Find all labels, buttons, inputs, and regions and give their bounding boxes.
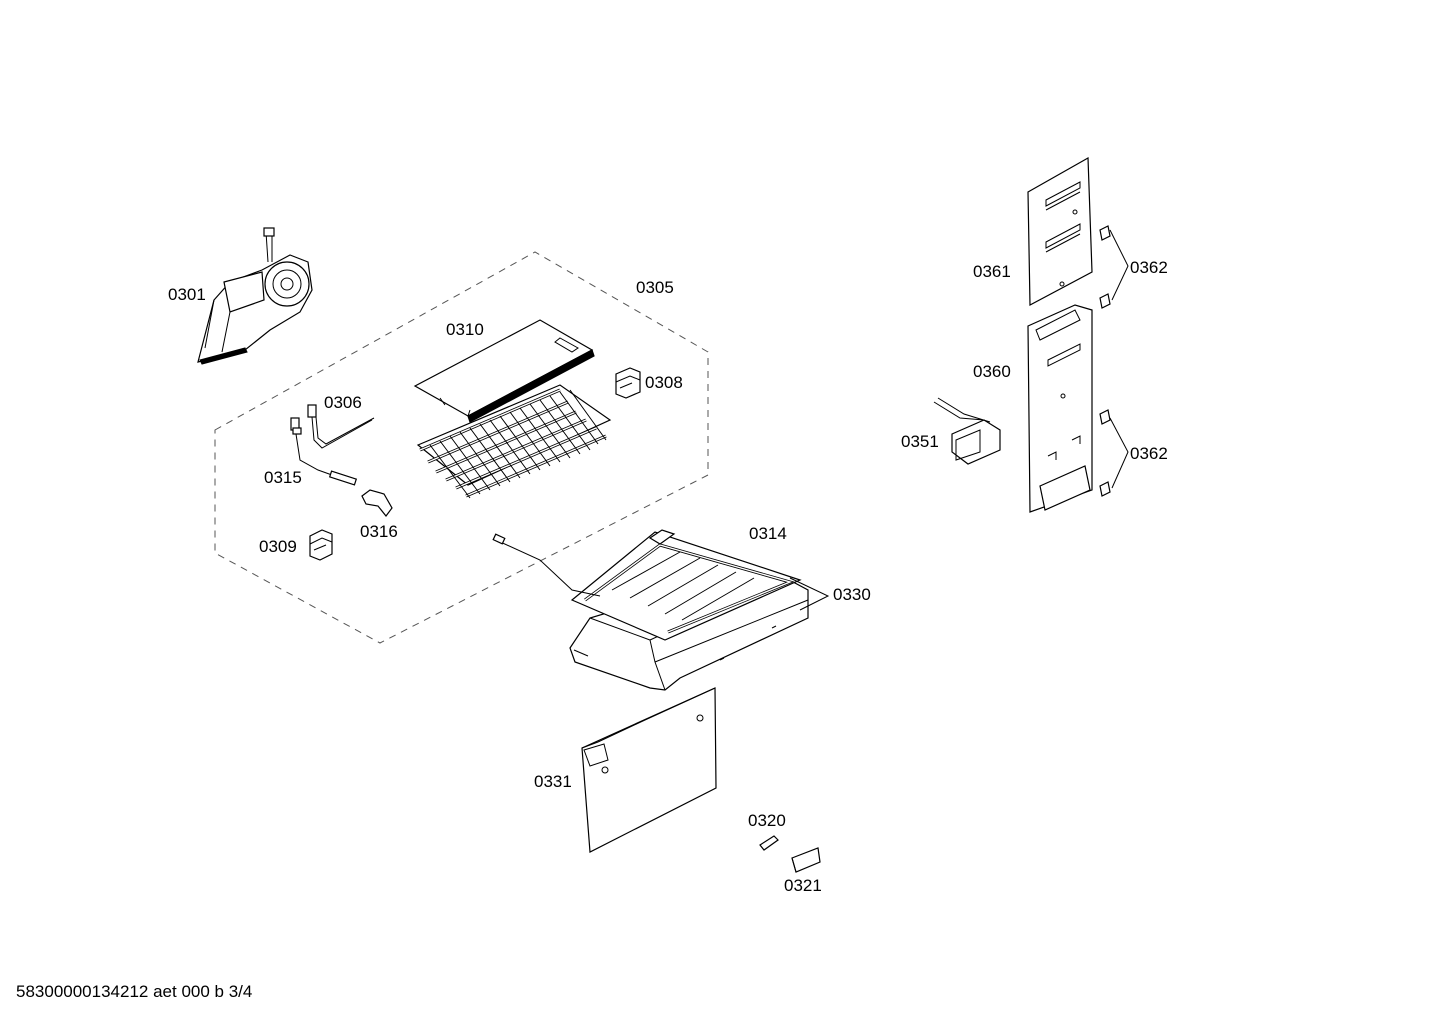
- label-0362-bottom: 0362: [1130, 444, 1168, 463]
- lamp-holder-0351: [933, 397, 1001, 465]
- screws-0362-bottom: [1099, 409, 1129, 497]
- sensor-lead-0315: [290, 417, 358, 486]
- label-0351: 0351: [901, 432, 939, 451]
- label-0301: 0301: [168, 285, 206, 304]
- pin-0320: [759, 835, 779, 851]
- drawing-reference-footer: 58300000134212 aet 000 b 3/4: [16, 982, 253, 1001]
- holder-0316: [361, 489, 393, 517]
- label-0361: 0361: [973, 262, 1011, 281]
- label-0331: 0331: [534, 772, 572, 791]
- label-0360: 0360: [973, 362, 1011, 381]
- heater-0314: [492, 529, 802, 641]
- label-0362-top: 0362: [1130, 258, 1168, 277]
- label-0314: 0314: [749, 524, 787, 543]
- label-0309: 0309: [259, 537, 297, 556]
- label-0315: 0315: [264, 468, 302, 487]
- label-0316: 0316: [360, 522, 398, 541]
- label-0305: 0305: [636, 278, 674, 297]
- cap-0321: [791, 847, 821, 873]
- label-0330: 0330: [833, 585, 871, 604]
- leader-0330: [789, 577, 830, 611]
- panel-0361: [1027, 156, 1093, 306]
- label-0321: 0321: [784, 876, 822, 895]
- assembly-0305-boundary: [214, 251, 709, 644]
- label-0320: 0320: [748, 811, 786, 830]
- panel-0360: [1027, 304, 1093, 513]
- clip-0309: [309, 529, 333, 561]
- label-0310: 0310: [446, 320, 484, 339]
- evaporator-cover-0310: [413, 319, 595, 423]
- cover-panel-0331: [581, 687, 717, 853]
- drain-tray-0330: [569, 574, 809, 691]
- clip-0308: [615, 367, 641, 399]
- evaporator-coil: [416, 384, 612, 499]
- fan-housing-0301: [197, 227, 313, 365]
- label-0306: 0306: [324, 393, 362, 412]
- label-0308: 0308: [645, 373, 683, 392]
- sensor-0306: [307, 404, 375, 449]
- screws-0362-top: [1099, 225, 1129, 309]
